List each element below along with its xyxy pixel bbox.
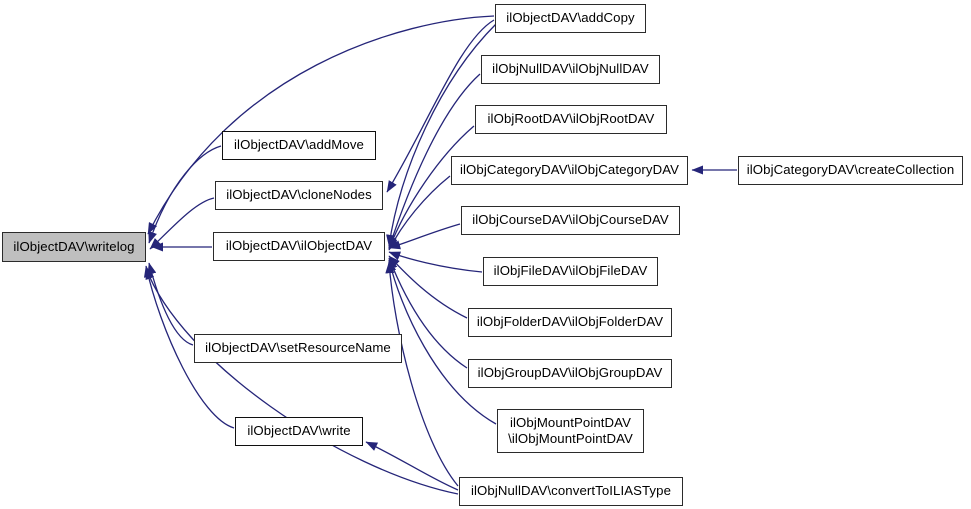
graph-node-nullDAV[interactable]: ilObjNullDAV\ilObjNullDAV: [481, 55, 660, 84]
call-edge: [143, 265, 235, 429]
graph-node-folderDAV[interactable]: ilObjFolderDAV\ilObjFolderDAV: [468, 308, 672, 337]
graph-node-ilObjectDAV[interactable]: ilObjectDAV\ilObjectDAV: [213, 232, 385, 261]
call-edge: [388, 175, 451, 251]
call-edge: [148, 145, 222, 244]
call-edge: [388, 73, 481, 249]
graph-node-label: ilObjRootDAV\ilObjRootDAV: [487, 111, 655, 127]
graph-node-addCopy[interactable]: ilObjectDAV\addCopy: [495, 4, 646, 33]
call-edge: [388, 223, 461, 250]
graph-node-categoryDAV[interactable]: ilObjCategoryDAV\ilObjCategoryDAV: [451, 156, 688, 185]
call-edge: [388, 255, 468, 319]
graph-node-label: ilObjCategoryDAV\ilObjCategoryDAV: [459, 162, 680, 178]
graph-node-cloneNodes[interactable]: ilObjectDAV\cloneNodes: [215, 181, 383, 210]
call-edge: [145, 267, 459, 495]
graph-node-label: ilObjFileDAV\ilObjFileDAV: [493, 263, 648, 279]
graph-node-label: ilObjGroupDAV\ilObjGroupDAV: [477, 365, 663, 381]
graph-node-label: ilObjCourseDAV\ilObjCourseDAV: [472, 212, 669, 228]
call-edge: [388, 251, 483, 273]
graph-node-label: ilObjNullDAV\convertToILIASType: [470, 483, 671, 499]
graph-node-convertToILIASType[interactable]: ilObjNullDAV\convertToILIASType: [459, 477, 683, 506]
call-edge: [387, 259, 497, 425]
graph-node-label: ilObjMountPointDAV\ilObjMountPointDAV: [508, 414, 633, 447]
graph-node-rootDAV[interactable]: ilObjRootDAV\ilObjRootDAV: [475, 105, 667, 134]
graph-node-label: ilObjectDAV\write: [247, 423, 351, 439]
call-edge: [388, 125, 475, 250]
graph-node-label: ilObjNullDAV\ilObjNullDAV: [492, 61, 649, 77]
graph-node-label: ilObjectDAV\ilObjectDAV: [225, 238, 373, 254]
edge-group: [143, 15, 737, 495]
graph-node-groupDAV[interactable]: ilObjGroupDAV\ilObjGroupDAV: [468, 359, 672, 388]
graph-node-write[interactable]: ilObjectDAV\write: [235, 417, 363, 446]
call-edge: [385, 261, 459, 487]
graph-node-writelog[interactable]: ilObjectDAV\writelog: [2, 232, 146, 262]
graph-node-label: ilObjectDAV\cloneNodes: [226, 187, 372, 203]
graph-node-courseDAV[interactable]: ilObjCourseDAV\ilObjCourseDAV: [461, 206, 680, 235]
graph-node-mountPointDAV[interactable]: ilObjMountPointDAV\ilObjMountPointDAV: [497, 409, 644, 453]
graph-node-label: ilObjectDAV\setResourceName: [205, 340, 391, 356]
call-edge: [386, 19, 495, 193]
graph-node-setResourceName[interactable]: ilObjectDAV\setResourceName: [194, 334, 402, 363]
call-edge: [365, 441, 459, 491]
graph-node-addMove[interactable]: ilObjectDAV\addMove: [222, 131, 376, 160]
graph-node-label: ilObjFolderDAV\ilObjFolderDAV: [476, 314, 664, 330]
graph-node-label: ilObjectDAV\addMove: [234, 137, 364, 153]
graph-node-label: ilObjectDAV\writelog: [13, 238, 135, 254]
graph-node-fileDAV[interactable]: ilObjFileDAV\ilObjFileDAV: [483, 257, 658, 286]
call-edge: [386, 23, 497, 247]
graph-node-label: ilObjectDAV\addCopy: [506, 10, 635, 26]
call-edge: [149, 197, 215, 250]
graph-node-createCollection[interactable]: ilObjCategoryDAV\createCollection: [738, 156, 963, 185]
graph-node-label: ilObjCategoryDAV\createCollection: [746, 162, 955, 178]
